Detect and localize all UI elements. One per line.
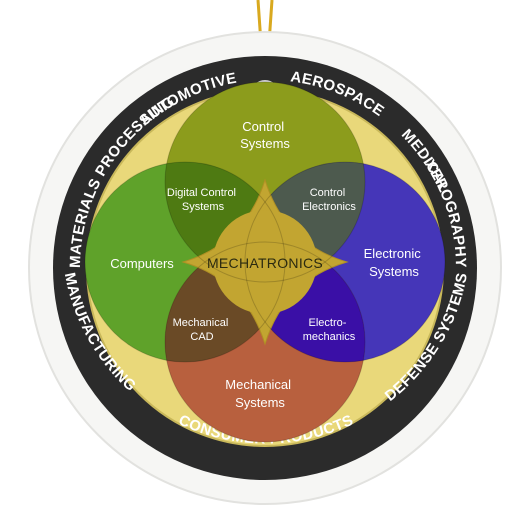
electronic-systems-label-line1: Electronic [364,246,422,261]
mechanical-cad-label-line2: CAD [190,331,213,343]
mechanical-systems-outline [164,241,366,443]
mechanical-systems-label-line1: Mechanical [225,377,291,392]
control-systems-label: Control Systems [240,119,290,151]
electronic-systems-outline [244,161,446,363]
control-systems-label-line2: Systems [240,136,290,151]
electronic-systems-label: Electronic Systems [364,246,425,279]
electromechanics-label: Electro- mechanics [303,317,356,343]
mechanical-systems-label: Mechanical Systems [225,377,294,410]
control-electronics-label-line2: Electronics [302,201,356,213]
mechanical-cad-label-line1: Mechanical [173,317,229,329]
computers-outline [84,161,286,363]
digital-control-systems-label: Digital Control Systems [167,187,239,213]
digital-control-systems-label-line1: Digital Control [167,187,236,199]
electromechanics-label-line2: mechanics [303,331,356,343]
control-systems-label-line1: Control [242,119,284,134]
control-electronics-label: Control Electronics [302,187,356,213]
electronic-systems-label-line2: Systems [369,264,419,279]
computers-label: Computers [110,256,174,271]
mechatronics-label: MECHATRONICS [207,255,323,271]
mechatronics-center-core [213,210,317,314]
mechanical-systems-label-line2: Systems [235,395,285,410]
electromechanics-label-line1: Electro- [309,317,347,329]
control-electronics-label-line1: Control [310,187,345,199]
mechanical-cad-label: Mechanical CAD [173,317,232,343]
control-systems-outline [164,81,366,283]
digital-control-systems-label-line2: Systems [182,201,225,213]
